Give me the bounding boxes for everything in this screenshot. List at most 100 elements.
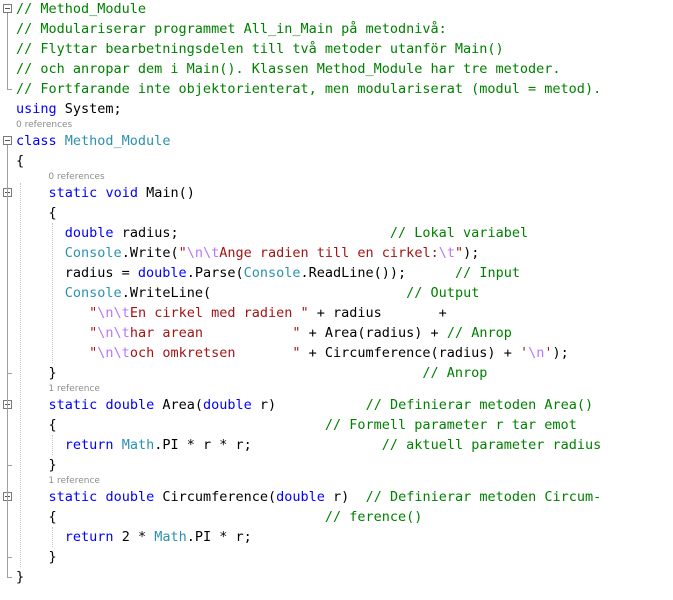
code-line[interactable]: return Math.PI * r * r; // aktuell param… bbox=[16, 435, 601, 455]
code-token: \n\t bbox=[97, 325, 130, 341]
code-line[interactable]: } bbox=[16, 547, 57, 567]
code-line[interactable]: Console.WriteLine( // Output bbox=[16, 283, 480, 303]
code-token: } bbox=[16, 549, 57, 565]
code-token: .PI * r * r; bbox=[154, 437, 382, 453]
code-line[interactable]: class Method_Module bbox=[16, 131, 170, 151]
code-token: System; bbox=[56, 101, 122, 117]
code-line[interactable]: radius = double.Parse(Console.ReadLine()… bbox=[16, 263, 520, 283]
code-token: static bbox=[48, 185, 98, 201]
code-token: static bbox=[48, 397, 98, 413]
code-line[interactable]: static double Circumference(double r) //… bbox=[16, 487, 602, 507]
code-line[interactable]: Console.Write("\n\tAnge radien till en c… bbox=[16, 243, 480, 263]
code-token: 2 * bbox=[113, 529, 155, 545]
codelens-references[interactable]: 0 references bbox=[48, 172, 105, 182]
fold-end bbox=[7, 557, 12, 558]
code-token: radius = bbox=[16, 265, 138, 281]
code-token: + Area(radius) + bbox=[300, 325, 447, 341]
code-token: // Definierar metoden Circum- bbox=[365, 489, 602, 505]
code-token: och omkretsen " bbox=[129, 345, 301, 361]
indent-guide bbox=[52, 435, 54, 455]
code-token: using bbox=[16, 101, 57, 117]
code-line[interactable]: // Fortfarande inte objektorienterat, me… bbox=[16, 79, 601, 99]
code-token: Method_Module bbox=[64, 133, 171, 149]
code-line[interactable]: "\n\thar arean " + Area(radius) + // Anr… bbox=[16, 323, 512, 343]
code-token: radius; bbox=[113, 225, 390, 241]
code-token: .PI * r; bbox=[186, 529, 252, 545]
code-token: ' bbox=[519, 345, 529, 361]
code-token: Ange radien till en cirkel: bbox=[219, 245, 439, 261]
code-token: double bbox=[64, 225, 114, 241]
code-token: // Output bbox=[406, 285, 480, 301]
indent-guide bbox=[52, 223, 54, 363]
code-token: " bbox=[178, 245, 187, 261]
code-token: " bbox=[89, 305, 98, 321]
fold-line bbox=[7, 13, 8, 89]
code-token: .Parse( bbox=[186, 265, 244, 281]
code-line[interactable]: } bbox=[16, 567, 24, 587]
code-token: // aktuell parameter radius bbox=[381, 437, 602, 453]
code-line[interactable]: { bbox=[16, 151, 24, 171]
code-line[interactable]: { bbox=[16, 203, 57, 223]
code-token: } bbox=[16, 457, 57, 473]
code-token: har arean " bbox=[129, 325, 301, 341]
code-line[interactable]: static void Main() bbox=[16, 183, 195, 203]
code-token: + Circumference(radius) + bbox=[300, 345, 520, 361]
code-token: // Lokal variabel bbox=[389, 225, 529, 241]
code-line[interactable]: { // Formell parameter r tar emot bbox=[16, 415, 577, 435]
code-line[interactable]: // Modulariserar programmet All_in_Main … bbox=[16, 19, 447, 39]
codelens-references[interactable]: 0 references bbox=[16, 120, 73, 130]
code-token bbox=[16, 285, 65, 301]
code-token: Math bbox=[121, 437, 155, 453]
code-token: \n bbox=[528, 345, 545, 361]
code-line[interactable]: { // ference() bbox=[16, 507, 423, 527]
collapse-icon[interactable] bbox=[3, 4, 12, 13]
code-token bbox=[16, 437, 65, 453]
code-token: double bbox=[105, 397, 155, 413]
code-token bbox=[114, 437, 122, 453]
code-token: // Fortfarande inte objektorienterat, me… bbox=[16, 81, 602, 97]
indent-guide bbox=[52, 527, 54, 547]
code-line[interactable]: } bbox=[16, 455, 57, 475]
code-line[interactable]: } // Anrop bbox=[16, 363, 488, 383]
code-token: return bbox=[64, 437, 114, 453]
code-token: // Method_Module bbox=[16, 1, 147, 17]
code-token: double bbox=[203, 397, 252, 413]
code-token bbox=[16, 225, 65, 241]
code-line[interactable]: // Flyttar bearbetningsdelen till två me… bbox=[16, 39, 504, 59]
code-token: double bbox=[137, 265, 187, 281]
code-token: // och anropar dem i Main(). Klassen Met… bbox=[16, 61, 561, 77]
code-token: \n\t bbox=[97, 345, 130, 361]
code-token: // Anrop bbox=[422, 365, 488, 381]
code-token bbox=[16, 245, 65, 261]
code-token: Math bbox=[154, 529, 187, 545]
code-line[interactable]: static double Area(double r) // Definier… bbox=[16, 395, 594, 415]
code-line[interactable]: // och anropar dem i Main(). Klassen Met… bbox=[16, 59, 561, 79]
code-line[interactable]: using System; bbox=[16, 99, 122, 119]
code-line[interactable]: // Method_Module bbox=[16, 0, 146, 19]
code-line[interactable]: return 2 * Math.PI * r; bbox=[16, 527, 252, 547]
code-token: // Formell parameter r tar emot bbox=[324, 417, 577, 433]
code-token: r) bbox=[324, 489, 366, 505]
code-token: // ference() bbox=[324, 509, 423, 525]
code-token: class bbox=[16, 133, 57, 149]
code-line[interactable]: "\n\tEn cirkel med radien " + radius + bbox=[16, 303, 447, 323]
code-token bbox=[16, 529, 65, 545]
code-line[interactable]: double radius; // Lokal variabel bbox=[16, 223, 528, 243]
code-token: Console bbox=[64, 285, 122, 301]
codelens-references[interactable]: 1 reference bbox=[48, 384, 100, 394]
collapse-icon[interactable] bbox=[3, 136, 12, 145]
code-token: { bbox=[16, 417, 325, 433]
code-token: } bbox=[16, 569, 25, 585]
code-token: // Anrop bbox=[446, 325, 512, 341]
code-line[interactable]: "\n\toch omkretsen " + Circumference(rad… bbox=[16, 343, 569, 363]
code-token: ' bbox=[544, 345, 553, 361]
code-token: void bbox=[105, 185, 138, 201]
codelens-references[interactable]: 1 reference bbox=[48, 476, 100, 486]
fold-end bbox=[7, 577, 12, 578]
fold-line bbox=[7, 145, 8, 577]
code-token: .ReadLine()); bbox=[300, 265, 455, 281]
code-token: return bbox=[64, 529, 114, 545]
code-token: Console bbox=[64, 245, 122, 261]
code-token: + radius + bbox=[308, 305, 447, 321]
